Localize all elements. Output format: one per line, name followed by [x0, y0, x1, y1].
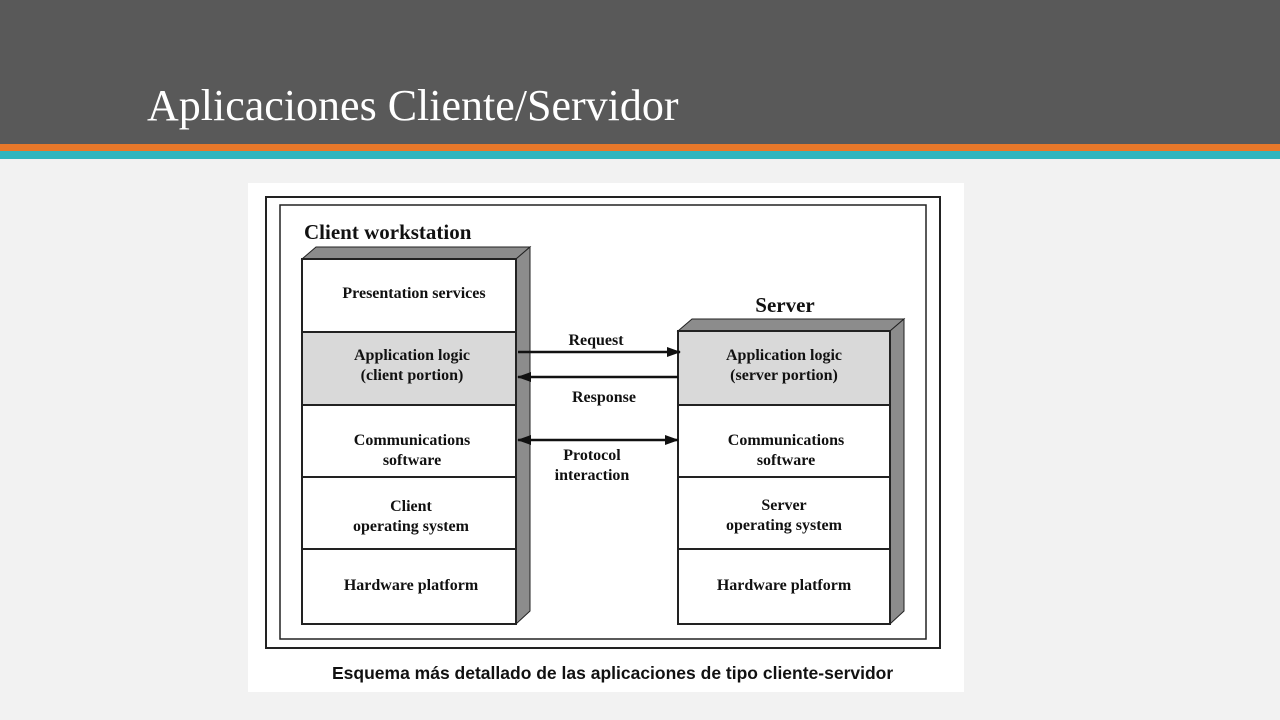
accent-stripe-teal: [0, 151, 1280, 159]
client-layer-label: (client portion): [361, 367, 464, 384]
client-layer-label: Presentation services: [342, 285, 485, 302]
server-layer-label: software: [757, 452, 815, 469]
slide-title: Aplicaciones Cliente/Servidor: [147, 81, 679, 130]
client-heading: Client workstation: [304, 220, 472, 244]
arrows: Request Response Protocol interaction: [517, 332, 681, 484]
client-layer-communications: [301, 404, 517, 478]
slide-header: [0, 0, 1280, 144]
figure-caption: Esquema más detallado de las aplicacione…: [332, 663, 894, 683]
server-layer-label: Communications: [728, 432, 844, 449]
client-layer-label: operating system: [353, 518, 470, 535]
server-layer-label: operating system: [726, 517, 843, 534]
outer-frame: [265, 196, 941, 649]
diagram-figure: Client workstation Presentation services…: [248, 183, 964, 692]
client-layer-label: Application logic: [354, 347, 470, 364]
server-heading: Server: [755, 293, 814, 317]
client-stack: Client workstation Presentation services…: [300, 220, 532, 626]
server-stack-top: [676, 318, 906, 332]
server-stack: Server Application logic (server portion…: [676, 293, 906, 626]
client-layer-hardware: [301, 548, 517, 625]
server-layer-application-logic: [677, 330, 891, 406]
server-layer-label: Server: [761, 497, 806, 514]
inner-frame: [279, 204, 927, 640]
server-layer-label: Application logic: [726, 347, 842, 364]
client-layer-label: Client: [390, 498, 432, 515]
client-stack-side: [515, 245, 531, 626]
client-server-diagram: Client workstation Presentation services…: [265, 196, 941, 649]
client-stack-top: [300, 246, 532, 260]
server-stack-side: [889, 317, 905, 626]
server-layer-os: [677, 476, 891, 550]
server-layer-label: Hardware platform: [717, 577, 852, 594]
client-layer-presentation: [301, 258, 517, 333]
server-layer-hardware: [677, 548, 891, 625]
client-layer-label: software: [383, 452, 441, 469]
client-layer-application-logic: [301, 331, 517, 406]
protocol-label: Protocol: [563, 447, 621, 464]
client-layer-label: Hardware platform: [344, 577, 479, 594]
interaction-label: interaction: [555, 467, 630, 484]
accent-stripe-orange: [0, 144, 1280, 151]
response-label: Response: [572, 389, 636, 406]
client-layer-label: Communications: [354, 432, 470, 449]
request-label: Request: [568, 332, 624, 349]
server-layer-label: (server portion): [730, 367, 838, 384]
